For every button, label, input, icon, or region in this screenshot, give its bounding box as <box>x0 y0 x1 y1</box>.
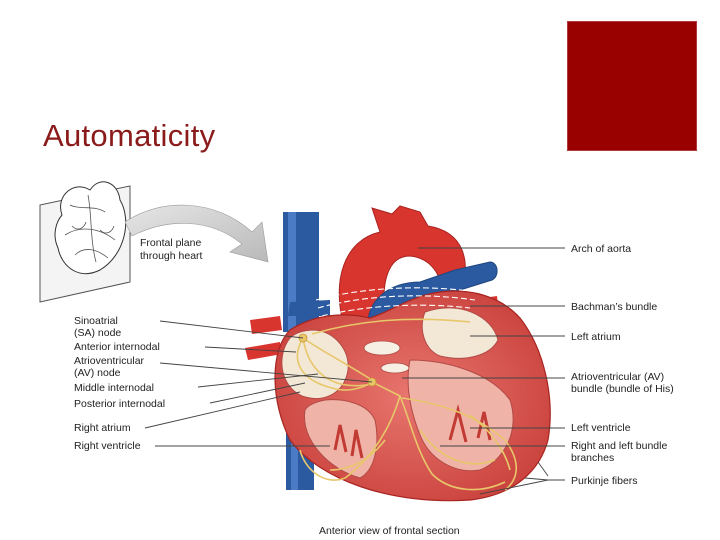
heart-illustration <box>245 205 551 502</box>
right-leader-lines <box>402 247 565 495</box>
accent-block <box>567 21 697 151</box>
label-bachmans-bundle: Bachman’s bundle <box>571 301 657 313</box>
label-left-ventricle: Left ventricle <box>571 422 631 434</box>
label-anterior-internodal: Anterior internodal <box>74 341 160 353</box>
label-posterior-internodal: Posterior internodal <box>74 398 165 410</box>
left-leader-lines <box>144 320 373 447</box>
label-bundle-branches-line-1: Right and left bundle <box>571 440 667 452</box>
inset-plane-illustration <box>39 181 131 303</box>
label-bundle-branches-line-2: branches <box>571 452 614 464</box>
label-right-atrium: Right atrium <box>74 422 131 434</box>
label-av-bundle-line-2: bundle (bundle of His) <box>571 383 674 395</box>
label-sa-node-line-2: (SA) node <box>74 327 121 339</box>
label-av-node-line-1: Atrioventricular <box>74 355 145 367</box>
conduction-system <box>296 318 518 491</box>
diagram-caption: Anterior view of frontal section <box>319 525 460 537</box>
conduction-wave-lines <box>315 287 479 317</box>
label-middle-internodal: Middle internodal <box>74 382 154 394</box>
pointer-arrow <box>124 204 269 263</box>
label-sa-node-line-1: Sinoatrial <box>74 315 118 327</box>
label-purkinje-fibers: Purkinje fibers <box>571 475 638 487</box>
label-left-atrium: Left atrium <box>571 331 621 343</box>
label-arch-of-aorta: Arch of aorta <box>571 243 631 255</box>
label-av-bundle-line-1: Atrioventricular (AV) <box>571 371 664 383</box>
inset-label-line-2: through heart <box>140 250 203 262</box>
inset-label-line-1: Frontal plane <box>140 237 201 249</box>
slide-title: Automaticity <box>43 118 216 153</box>
label-av-node-line-2: (AV) node <box>74 367 121 379</box>
label-right-ventricle: Right ventricle <box>74 440 141 452</box>
